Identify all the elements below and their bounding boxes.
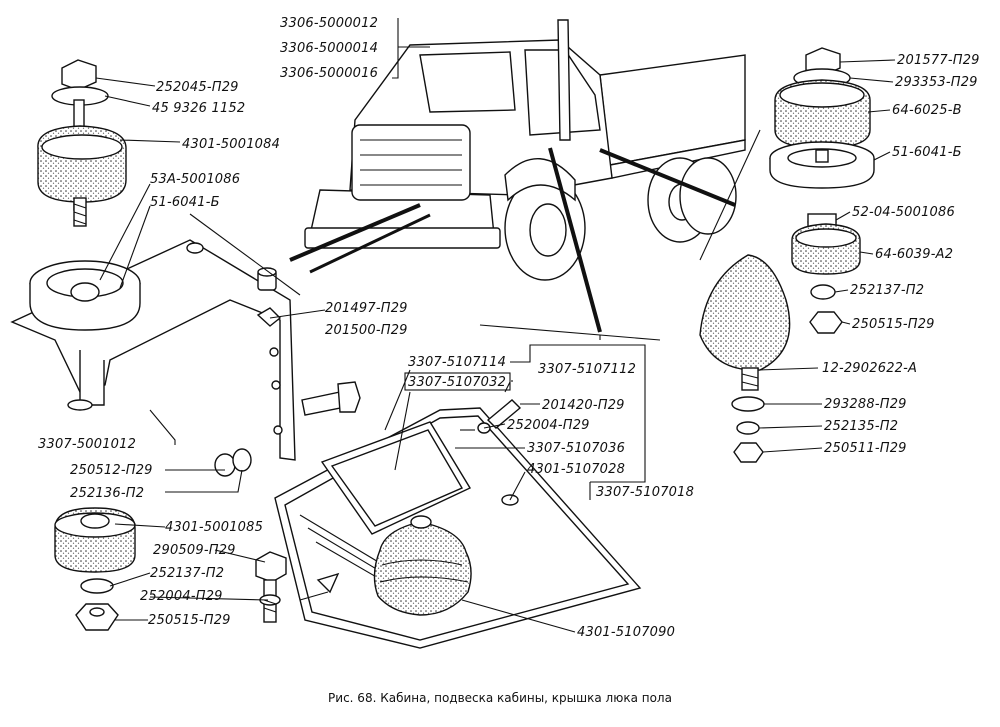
label-51-6041-b-left: 51-6041-Б [150,195,220,210]
label-250512-p29: 250512-П29 [70,463,153,478]
label-250515-p29-right: 250515-П29 [852,317,935,332]
label-3307-5107018: 3307-5107018 [596,485,694,500]
label-250511-p29: 250511-П29 [824,441,907,456]
label-201497-p29: 201497-П29 [325,301,408,316]
label-252004-p29-left: 252004-П29 [140,589,223,604]
left-bracket-assembly [10,239,361,477]
label-3307-5001012: 3307-5001012 [38,437,136,452]
label-3307-5107036: 3307-5107036 [527,441,625,456]
label-64-6025-v: 64-6025-В [892,103,962,118]
label-64-6039-a2: 64-6039-А2 [875,247,953,262]
label-4301-5107028: 4301-5107028 [527,462,625,477]
label-252137-p2-right: 252137-П2 [850,283,924,298]
right-bottom-stack [699,213,861,463]
figure-caption: Рис. 68. Кабина, подвеска кабины, крышка… [328,691,672,705]
callout-labels: 3306-5000012 3306-5000014 3306-5000016 2… [38,16,980,705]
label-252136-p2: 252136-П2 [70,486,144,501]
label-293353-p29: 293353-П29 [895,75,978,90]
label-3307-5107114: 3307-5107114 [408,355,506,370]
label-201500-p29: 201500-П29 [325,323,408,338]
label-252045-p29: 252045-П29 [156,80,239,95]
label-51-6041-b-right: 51-6041-Б [892,145,962,160]
label-3307-5107032: 3307-5107032 [408,375,506,390]
box-3307-5107032 [404,372,511,391]
label-252137-p2-left: 252137-П2 [150,566,224,581]
label-252135-p2: 252135-П2 [824,419,898,434]
label-201577-p29: 201577-П29 [897,53,980,68]
connector-lines [289,129,761,341]
label-4301-5001085: 4301-5001085 [165,520,263,535]
label-293288-p29: 293288-П29 [824,397,907,412]
label-45-9326-1152: 45 9326 1152 [152,101,245,116]
label-3307-5107112: 3307-5107112 [538,362,636,377]
label-252004-p29-mid: 252004-П29 [507,418,590,433]
truck-illustration [304,18,746,281]
label-4301-5107090: 4301-5107090 [577,625,675,640]
leader-lines [95,59,896,633]
floor-hatch-assembly [274,399,642,649]
label-53a-5001086: 53А-5001086 [150,172,240,187]
label-3306-5000014: 3306-5000014 [280,41,378,56]
label-12-2902622-a: 12-2902622-А [822,361,917,376]
label-52-04-5001086: 52-04-5001086 [852,205,955,220]
label-3306-5000016: 3306-5000016 [280,66,378,81]
label-250515-p29-left: 250515-П29 [148,613,231,628]
label-3306-5000012: 3306-5000012 [280,16,378,31]
left-top-mount [37,59,127,227]
right-top-mount [769,47,875,189]
label-290509-p29: 290509-П29 [153,543,236,558]
label-201420-p29: 201420-П29 [542,398,625,413]
label-4301-5001084: 4301-5001084 [182,137,280,152]
